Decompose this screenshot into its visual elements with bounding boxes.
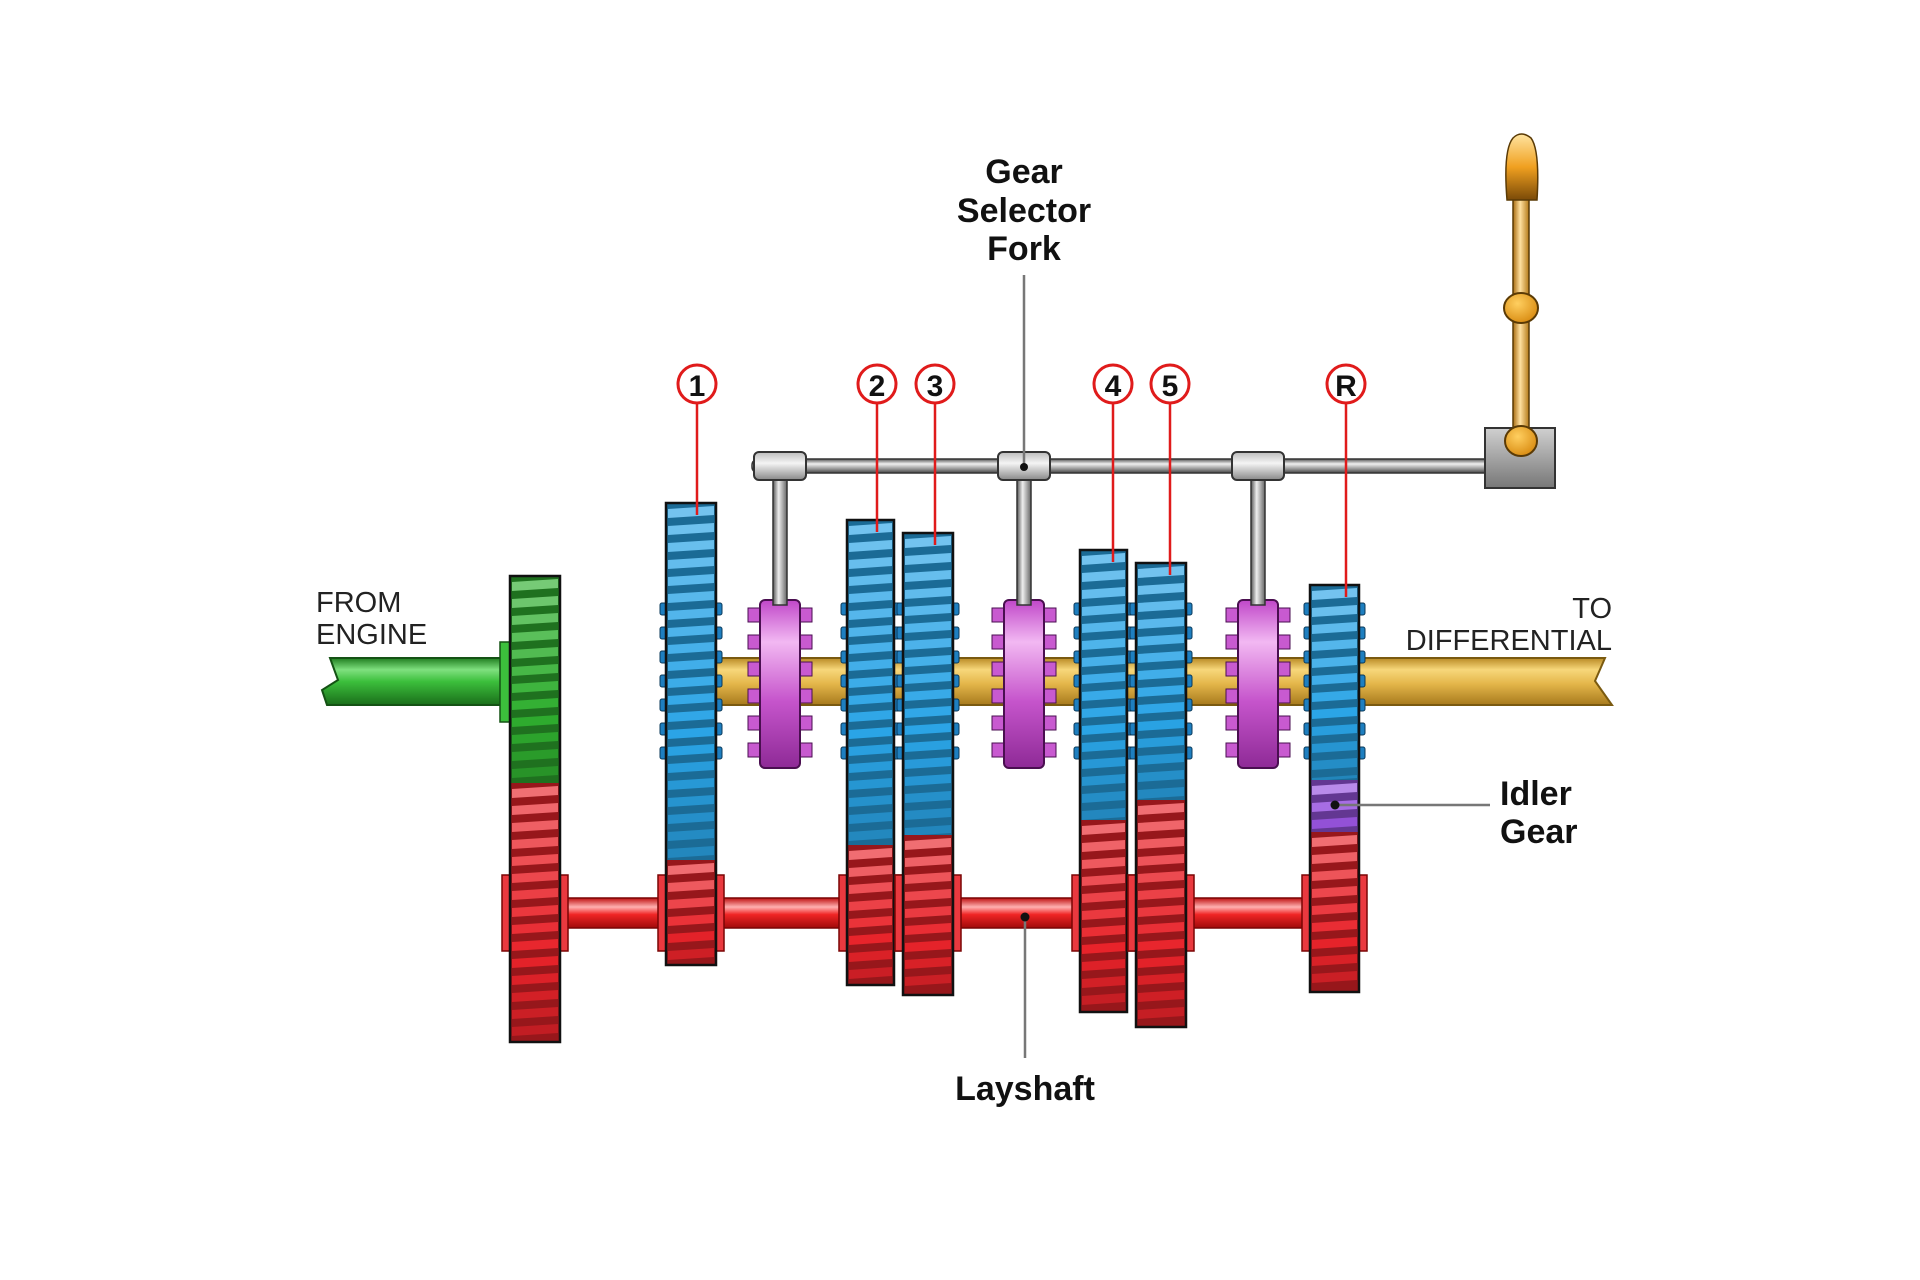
gear-5 [1127, 561, 1195, 1029]
synchro-hub-2 [991, 599, 1057, 769]
gear-marker-3: 3 [914, 363, 956, 545]
selector-fork-2 [997, 451, 1051, 606]
gear-input-constant-mesh [501, 574, 569, 1044]
gear-4 [1071, 548, 1136, 1014]
selector-rail [751, 458, 1493, 474]
label-line: DIFFERENTIAL [1406, 625, 1612, 657]
label-line: Idler [1500, 775, 1572, 813]
gear-marker-2: 2 [856, 363, 898, 532]
idler-pointer-dot [1330, 800, 1340, 810]
gear-2 [838, 518, 903, 987]
lever-knob-icon [1505, 133, 1539, 201]
label-line: ENGINE [316, 619, 427, 651]
from-engine-label: FROM ENGINE [316, 587, 427, 651]
label-line: Fork [987, 230, 1061, 268]
layshaft-label: Layshaft [955, 1070, 1095, 1108]
gear-3 [894, 531, 962, 997]
input-shaft [320, 641, 513, 723]
label-line: TO [1572, 593, 1612, 625]
gear-marker-5: 5 [1149, 363, 1191, 575]
label-line: Gear [985, 153, 1063, 191]
lever-pivot-icon [1503, 292, 1539, 324]
gear-reverse [1301, 583, 1368, 994]
label-line: Selector [957, 192, 1091, 230]
selector-fork-3 [1231, 451, 1285, 606]
gear-marker-text: 1 [689, 370, 706, 403]
selector-fork-label: Gear Selector Fork [957, 153, 1091, 268]
gear-marker-text: 5 [1162, 370, 1179, 403]
gear-marker-text: 4 [1105, 370, 1122, 403]
selector-fork-pointer-dot [1020, 463, 1028, 471]
gear-lever [1484, 133, 1556, 489]
gear-marker-r: R [1325, 363, 1367, 597]
layshaft-pointer-dot [1020, 912, 1030, 922]
label-line: FROM [316, 587, 401, 619]
idler-gear-label: Idler Gear [1500, 775, 1578, 851]
gear-marker-text: R [1335, 370, 1357, 403]
label-line: Gear [1500, 813, 1578, 851]
lever-base-ball-icon [1504, 425, 1538, 457]
synchro-hub-3 [1225, 599, 1291, 769]
selector-fork-1 [753, 451, 807, 606]
gear-marker-text: 2 [869, 370, 886, 403]
gear-marker-1: 1 [676, 363, 718, 515]
gear-marker-text: 3 [927, 370, 944, 403]
gear-1 [657, 501, 725, 967]
gear-marker-4: 4 [1092, 363, 1134, 562]
to-differential-label: TO DIFFERENTIAL [1406, 593, 1612, 657]
